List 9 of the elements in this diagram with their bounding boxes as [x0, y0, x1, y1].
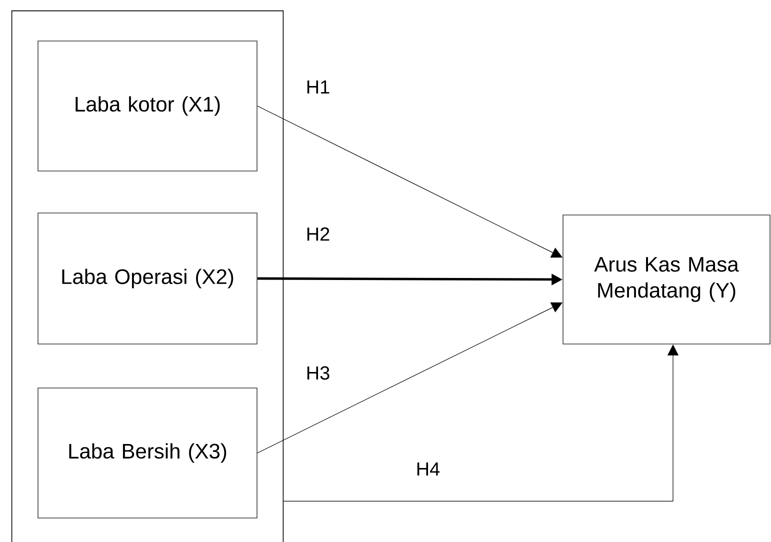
edge-label: H2 — [304, 226, 332, 242]
edge-label: H4 — [414, 461, 442, 477]
variable-box: Arus Kas Masa Mendatang (Y) — [562, 214, 770, 344]
group-box — [11, 10, 284, 542]
edge-label: H3 — [304, 365, 332, 381]
variable-box: Laba Operasi (X2) — [38, 212, 258, 344]
variable-box: Laba Bersih (X3) — [38, 388, 258, 518]
edge-label: H1 — [304, 79, 332, 95]
variable-box: Laba kotor (X1) — [38, 40, 258, 172]
